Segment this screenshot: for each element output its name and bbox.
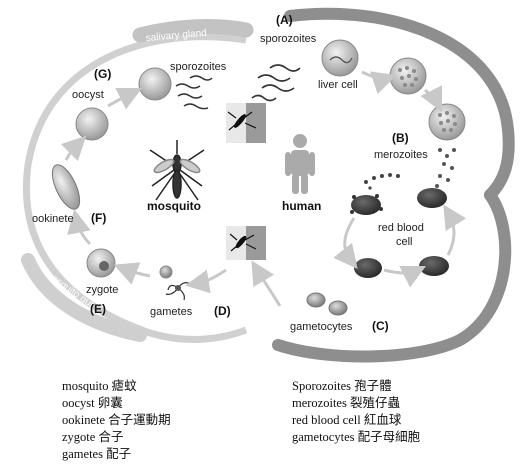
arrow-to-zygote (113, 262, 151, 285)
mosquito-ring (22, 33, 248, 343)
legend-item: gametes 配子 (62, 447, 132, 461)
blood-arc (272, 189, 512, 363)
oocyst-burst-icon (138, 67, 172, 101)
biting-mosquito-bottom-icon (229, 233, 257, 252)
stage-c-label: (C) (372, 319, 389, 333)
red-blood-cell-label-line1: red blood (378, 222, 424, 234)
legend-item: mosquito 瘧蚊 (62, 379, 137, 393)
merozoites-dots-icon (435, 148, 456, 188)
salivary-gland-label: salivary gland (145, 28, 207, 44)
legend-item: oocyst 卵囊 (62, 396, 123, 410)
legend-item: zygote 合子 (62, 430, 124, 444)
legend-right: Sporozoites 孢子體 merozoites 裂殖仔蟲 red bloo… (292, 378, 420, 446)
stage-a-label: (A) (276, 13, 293, 27)
stage-e-label: (E) (90, 302, 106, 316)
mosquito-figure-icon (149, 140, 205, 201)
zygote-label: zygote (86, 284, 118, 296)
bite-site-top-skin (246, 103, 266, 143)
arrow-to-ookinete (67, 209, 92, 246)
arrow-blood-1 (333, 217, 358, 270)
female-gamete-icon (159, 265, 173, 279)
rbc-lower-left-icon (354, 258, 382, 278)
arrow-to-gametes (185, 268, 227, 294)
human-label: human (282, 199, 321, 213)
arrow-to-sporozoites (107, 87, 143, 110)
merozoites-label: merozoites (374, 149, 428, 161)
red-blood-cell-label-line2: cell (396, 236, 413, 248)
oocyst-label: oocyst (72, 89, 104, 101)
salivary-gland-arc (132, 19, 254, 43)
ookinete-label: ookinete (32, 213, 74, 225)
arrow-to-bite (251, 260, 282, 307)
ruptured-rbc-icon (350, 194, 383, 215)
sporozoites-label: sporozoites (260, 33, 317, 45)
legend-item: Sporozoites 孢子體 (292, 379, 392, 393)
human-figure-icon (285, 134, 315, 194)
sporozoites-injected-icon (251, 64, 301, 102)
mosquito-label: mosquito (147, 199, 201, 213)
gametocyte-2-icon (328, 300, 348, 316)
stage-g-label: (G) (94, 67, 111, 81)
stage-d-label: (D) (214, 304, 231, 318)
legend-item: merozoites 裂殖仔蟲 (292, 396, 400, 410)
stage-b-label: (B) (392, 131, 409, 145)
legend-item: red blood cell 紅血球 (292, 413, 402, 427)
rbc-right-icon (417, 188, 447, 208)
liver-arc (284, 7, 515, 201)
gametocyte-1-icon (306, 292, 326, 308)
oocyst-icon (75, 107, 109, 141)
gametes-label: gametes (150, 306, 193, 318)
legend-item: gametocytes 配子母細胞 (292, 430, 421, 444)
gametocytes-label: gametocytes (290, 321, 353, 333)
bite-site-bottom-skin (246, 226, 266, 260)
merozoites-spray-icon (364, 173, 400, 190)
sporozoites-released-icon (175, 75, 213, 110)
arrow-blood-3 (443, 204, 467, 256)
mosquito-gut-arc (21, 253, 147, 342)
biting-mosquito-top-icon (227, 111, 257, 131)
legend-left: mosquito 瘧蚊 oocyst 卵囊 ookinete 合子運動期 zyg… (62, 378, 171, 463)
sporozoites-gland-label: sporozoites (170, 61, 227, 73)
ookinete-icon (51, 164, 81, 210)
arrow-blood-2 (383, 265, 427, 288)
arrow-to-oocyst (60, 135, 87, 162)
arrow-liver-2 (420, 85, 443, 113)
rbc-lower-right-icon (419, 256, 449, 276)
legend-item: ookinete 合子運動期 (62, 413, 171, 427)
liver-cell-label: liver cell (318, 79, 358, 91)
stage-f-label: (F) (91, 211, 106, 225)
arrow-liver-1 (361, 70, 397, 95)
